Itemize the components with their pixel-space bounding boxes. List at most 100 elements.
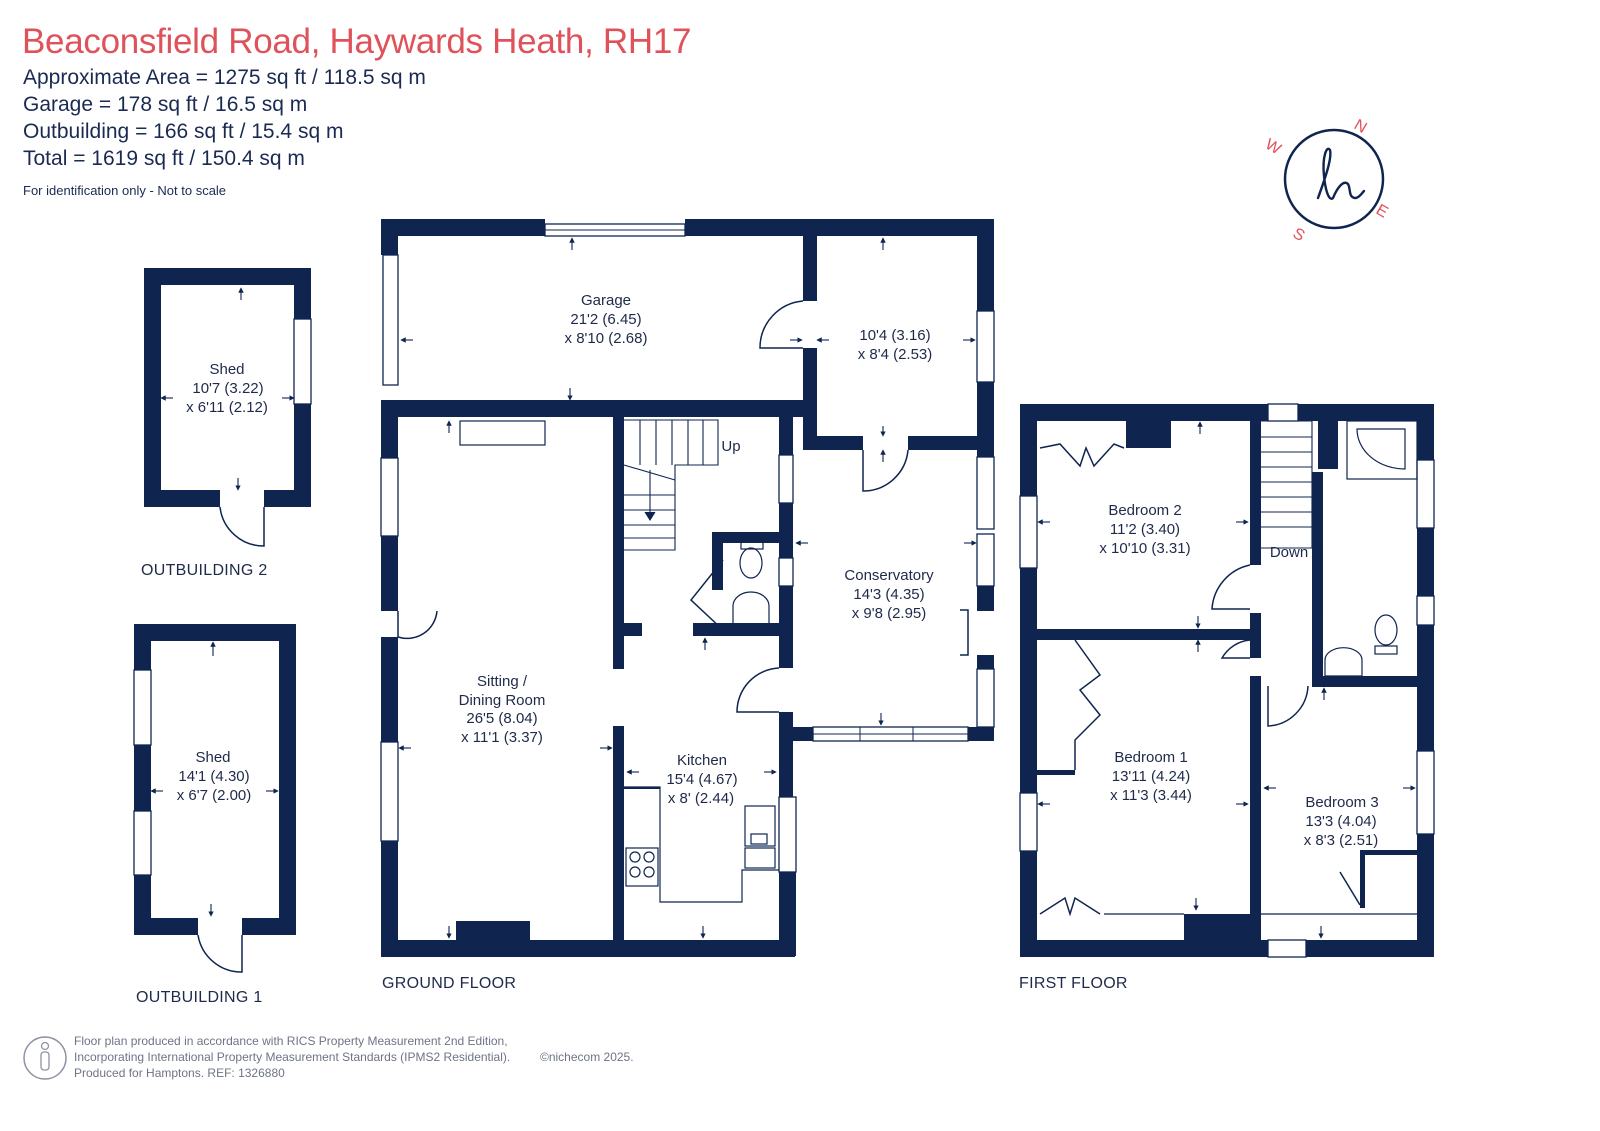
garage-width: x 8'10 (2.68) — [565, 330, 648, 347]
wardrobe-door — [1039, 443, 1125, 468]
doors — [197, 300, 1361, 973]
window — [380, 741, 399, 842]
wardrobe-door — [1074, 639, 1102, 770]
conservatory-length: 14'3 (4.35) — [853, 586, 924, 603]
door — [219, 506, 265, 547]
kitchen-worktop — [624, 786, 779, 903]
first-floor-label: FIRST FLOOR — [1019, 975, 1128, 992]
window — [1267, 403, 1299, 422]
bedroom3-name: Bedroom 3 — [1305, 794, 1378, 811]
cupboard-door — [1339, 871, 1361, 906]
fireplace-hearth — [459, 420, 546, 446]
shed1-width: x 6'7 (2.00) — [177, 787, 252, 804]
window — [380, 457, 399, 537]
window — [1267, 939, 1307, 958]
door — [1267, 685, 1309, 727]
window — [1416, 595, 1435, 626]
shed2-name: Shed — [209, 361, 244, 378]
stairs-down-label: Down — [1270, 544, 1308, 561]
h-monogram-icon — [1316, 147, 1366, 200]
stairs — [623, 419, 1313, 551]
kitchen-sink-icon — [744, 805, 776, 847]
garage-length: 21'2 (6.45) — [570, 311, 641, 328]
shed1-name: Shed — [195, 749, 230, 766]
footer-line-3: Produced for Hamptons. REF: 1326880 — [74, 1066, 285, 1080]
window — [1019, 495, 1038, 569]
bedroom1-length: 13'11 (4.24) — [1112, 768, 1190, 785]
wc-toilet-icon — [739, 547, 763, 579]
store-width: x 8'4 (2.53) — [858, 346, 933, 363]
bedroom2-width: x 10'10 (3.31) — [1099, 540, 1190, 557]
approximate-area: Approximate Area = 1275 sq ft / 118.5 sq… — [23, 66, 426, 89]
store-length: 10'4 (3.16) — [859, 327, 930, 344]
hob-icon — [625, 847, 659, 887]
sitting-width: x 11'1 (3.37) — [461, 729, 543, 746]
window — [133, 669, 152, 746]
room-labels: Shed 10'7 (3.22) x 6'11 (2.12) Shed 14'1… — [177, 292, 1379, 849]
compass-south: S — [1290, 225, 1308, 245]
shed1-length: 14'1 (4.30) — [178, 768, 249, 785]
bedroom2-name: Bedroom 2 — [1108, 502, 1181, 519]
outbuilding-area: Outbuilding = 166 sq ft / 15.4 sq m — [23, 120, 344, 143]
window — [1416, 459, 1435, 529]
footer-line-1: Floor plan produced in accordance with R… — [74, 1034, 508, 1048]
door — [759, 300, 804, 349]
window — [976, 668, 995, 728]
window — [1416, 750, 1435, 835]
door — [689, 559, 724, 631]
scale-disclaimer: For identification only - Not to scale — [23, 183, 227, 198]
copyright: ©nichecom 2025. — [540, 1050, 634, 1064]
footer-line-2: Incorporating International Property Mea… — [74, 1050, 510, 1064]
ground-floor-label: GROUND FLOOR — [382, 975, 516, 992]
wardrobe-door — [1039, 896, 1101, 917]
footer: Floor plan produced in accordance with R… — [23, 1034, 634, 1080]
door — [1211, 564, 1251, 610]
window — [778, 557, 794, 587]
info-icon — [23, 1036, 67, 1080]
window-mullions — [545, 229, 968, 741]
conservatory-name: Conservatory — [844, 567, 934, 584]
bathroom-toilet-icon — [1374, 614, 1398, 646]
window — [976, 533, 995, 587]
stairs-up-label: Up — [721, 438, 740, 455]
bedroom1-name: Bedroom 1 — [1114, 749, 1187, 766]
conservatory-width: x 9'8 (2.95) — [852, 605, 927, 622]
kitchen-name: Kitchen — [677, 752, 727, 769]
bedroom1-width: x 11'3 (3.44) — [1110, 787, 1192, 804]
door — [197, 934, 243, 973]
bedroom3-width: x 8'3 (2.51) — [1304, 832, 1379, 849]
outbuilding1-label: OUTBUILDING 1 — [136, 989, 263, 1006]
fixtures — [459, 420, 1418, 915]
shed2-width: x 6'11 (2.12) — [186, 399, 268, 416]
kitchen-length: 15'4 (4.67) — [666, 771, 737, 788]
door — [736, 667, 780, 713]
bedroom3-length: 13'3 (4.04) — [1305, 813, 1376, 830]
floor-labels: OUTBUILDING 2 OUTBUILDING 1 GROUND FLOOR… — [136, 562, 1128, 1006]
window — [976, 456, 995, 530]
wc-basin-icon — [732, 591, 770, 626]
door — [1220, 639, 1251, 659]
shower-tray-icon — [1346, 420, 1418, 480]
kitchen-width: x 8' (2.44) — [668, 790, 734, 807]
sitting-length: 26'5 (8.04) — [466, 710, 537, 727]
compass-ring — [1283, 128, 1385, 230]
window — [293, 318, 312, 405]
door — [397, 610, 438, 640]
dimension-arrows — [150, 237, 1416, 939]
window — [1019, 792, 1038, 852]
window — [778, 454, 794, 504]
property-title: Beaconsfield Road, Haywards Heath, RH17 — [22, 22, 692, 61]
window — [133, 810, 152, 876]
window — [778, 796, 797, 873]
compass-west: W — [1262, 136, 1284, 159]
garage-name: Garage — [581, 292, 631, 309]
compass-logo: N E S W — [1262, 116, 1391, 245]
garage-area: Garage = 178 sq ft / 16.5 sq m — [23, 93, 308, 116]
drainer — [744, 847, 776, 869]
window — [382, 254, 399, 386]
window — [976, 310, 995, 383]
walls — [134, 219, 1434, 957]
outbuilding2-label: OUTBUILDING 2 — [141, 562, 268, 579]
sitting-name-1: Sitting / — [477, 673, 528, 690]
